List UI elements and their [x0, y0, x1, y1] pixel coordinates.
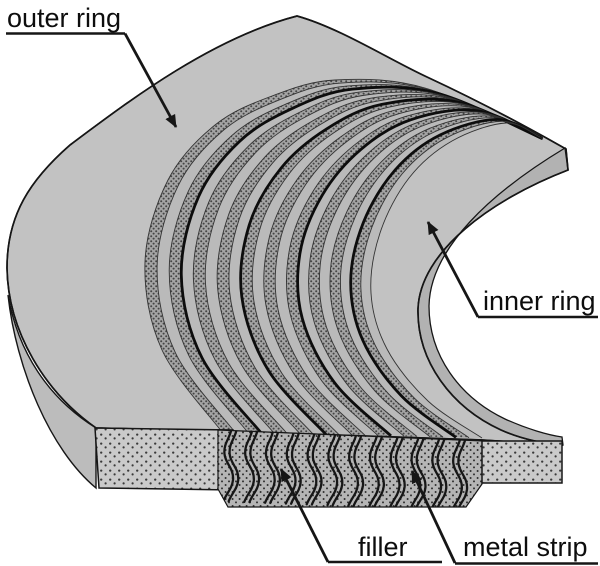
- metal-strip-label: metal strip: [463, 532, 588, 562]
- winding-arc: [339, 117, 541, 438]
- metal-strip-arc: [179, 85, 544, 434]
- outer-ring-label: outer ring: [7, 3, 121, 33]
- metal-strip-wave: [263, 431, 276, 504]
- winding-arc: [192, 89, 543, 434]
- outer-ring-leader-arrow: [123, 32, 178, 128]
- metal-strip-wave: [373, 435, 385, 507]
- metal-strip-wave: [289, 432, 302, 505]
- winding-arc: [274, 105, 542, 436]
- metal-strip-wave: [269, 431, 281, 505]
- metal-strip-wave: [227, 430, 240, 503]
- filler-label: filler: [358, 532, 408, 562]
- metal-strip-wave: [352, 435, 365, 507]
- metal-strip-wave: [222, 430, 235, 503]
- gasket-outline: [6, 15, 569, 446]
- filler-leader-arrow: [279, 468, 330, 563]
- metal-strip-wave: [451, 439, 463, 507]
- winding-arc: [360, 120, 541, 439]
- winding-arc: [228, 96, 543, 435]
- winding-arc: [318, 113, 541, 437]
- metal-strip-wave: [305, 433, 318, 506]
- winding-arc: [263, 103, 542, 436]
- spiral-winding-band: [144, 78, 544, 439]
- winding-arc: [308, 111, 542, 437]
- winding-arc: [216, 94, 543, 435]
- inner-ring-cross-section: [481, 440, 563, 484]
- metal-strip-wave: [284, 432, 297, 505]
- metal-strip-arc: [296, 108, 542, 437]
- metal-strip-leader-arrow: [410, 470, 457, 564]
- metal-strip-wave: [456, 439, 469, 507]
- metal-strip-wave: [435, 438, 448, 507]
- metal-strip-wave: [310, 433, 323, 506]
- metal-strip-wave: [331, 434, 344, 507]
- winding-arc: [370, 122, 541, 439]
- annotations: outer ring inner ring filler metal strip: [6, 3, 598, 565]
- metal-strip-wave: [388, 436, 401, 507]
- outer-side-face: [7, 294, 97, 490]
- metal-strip-wave: [243, 430, 255, 504]
- outer-ring-cross-section: [94, 427, 234, 491]
- winding-arc: [329, 115, 541, 438]
- winding-arc: [204, 91, 543, 434]
- metal-strip-wave: [393, 436, 406, 507]
- metal-strip-arc: [349, 118, 541, 439]
- metal-strip-wave: [326, 434, 339, 507]
- metal-strip-wave: [248, 430, 261, 504]
- winding-arc: [156, 81, 544, 433]
- winding-arc: [251, 100, 542, 436]
- metal-strip-waves: [222, 430, 469, 507]
- winding-arc: [286, 107, 542, 436]
- winding-arc: [144, 78, 544, 433]
- metal-strip-wave: [430, 438, 443, 507]
- inner-ring-leader-arrow: [426, 221, 480, 318]
- metal-strip-arc: [239, 97, 543, 436]
- inner-ring-label: inner ring: [483, 286, 596, 316]
- metal-strip-wave: [347, 434, 359, 507]
- metal-strip-wave: [367, 435, 380, 507]
